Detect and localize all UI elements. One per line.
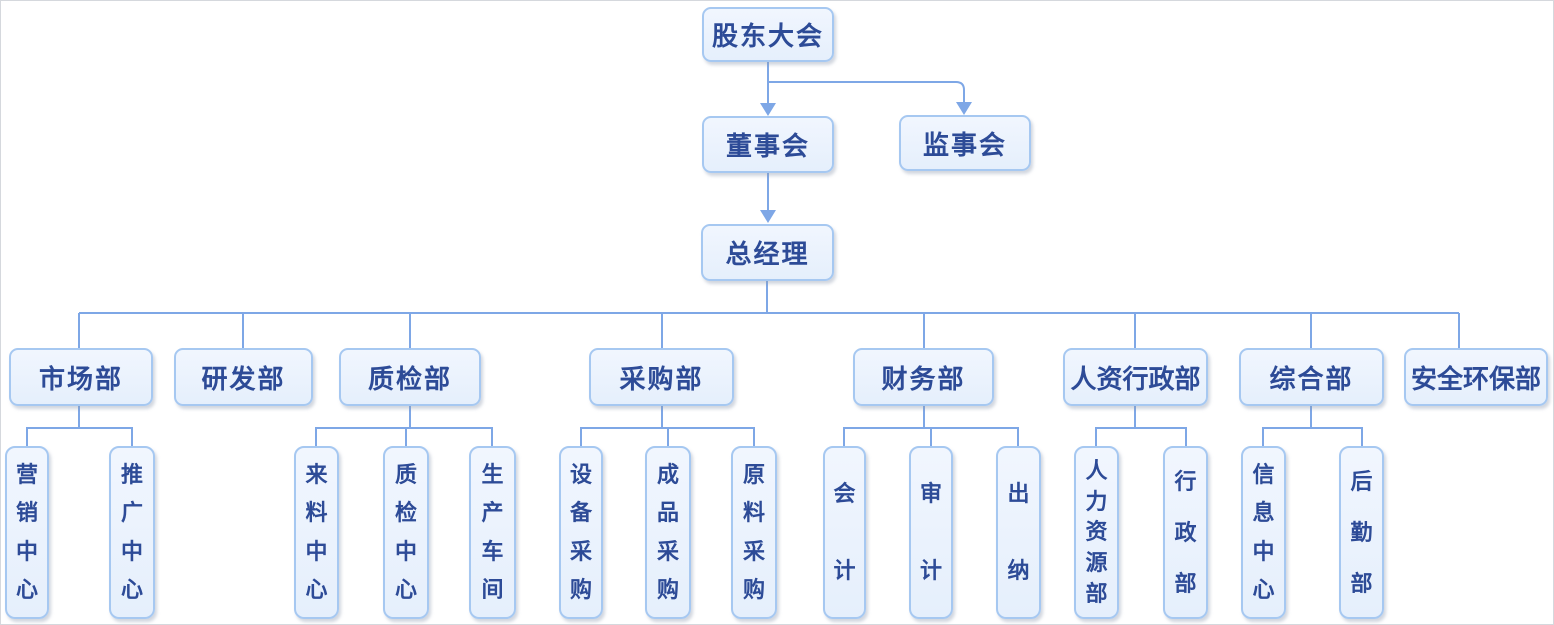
node-dept-finance[interactable]: 财务部	[853, 348, 994, 406]
node-dept-general-affairs[interactable]: 综合部	[1239, 348, 1384, 406]
node-dept-safety-environment[interactable]: 安全环保部	[1404, 348, 1548, 406]
node-sub-audit[interactable]: 审计	[909, 446, 953, 619]
node-sub-raw-material-procurement[interactable]: 原料采购	[731, 446, 777, 619]
arrow-down-board-icon	[760, 103, 776, 116]
node-sub-finished-goods-procurement[interactable]: 成品采购	[645, 446, 691, 619]
node-supervisory-board[interactable]: 监事会	[899, 115, 1031, 171]
connector-root-supervisory	[768, 81, 965, 102]
node-sub-incoming-material-center[interactable]: 来料中心	[294, 446, 339, 619]
node-dept-procurement[interactable]: 采购部	[589, 348, 734, 406]
connector-quality-children	[315, 406, 493, 446]
node-sub-equipment-procurement[interactable]: 设备采购	[559, 446, 603, 619]
node-dept-rnd[interactable]: 研发部	[174, 348, 313, 406]
node-sub-accounting[interactable]: 会计	[823, 446, 866, 619]
node-board-of-directors[interactable]: 董事会	[702, 116, 834, 173]
node-sub-human-resources[interactable]: 人力资源部	[1074, 446, 1119, 619]
node-sub-production-workshop[interactable]: 生产车间	[469, 446, 516, 619]
node-sub-cashier[interactable]: 出纳	[996, 446, 1041, 619]
node-dept-marketing[interactable]: 市场部	[9, 348, 153, 406]
node-shareholders-meeting[interactable]: 股东大会	[702, 7, 834, 62]
node-dept-quality-inspection[interactable]: 质检部	[339, 348, 481, 406]
arrow-down-supervisory-icon	[956, 102, 972, 115]
node-sub-administration[interactable]: 行政部	[1163, 446, 1208, 619]
node-sub-logistics[interactable]: 后勤部	[1339, 446, 1384, 619]
node-sub-information-center[interactable]: 信息中心	[1241, 446, 1286, 619]
node-sub-marketing-center[interactable]: 营销中心	[5, 446, 49, 619]
arrow-down-gm-icon	[760, 210, 776, 223]
department-drop-lines	[78, 313, 1460, 348]
node-sub-promotion-center[interactable]: 推广中心	[109, 446, 155, 619]
node-general-manager[interactable]: 总经理	[701, 224, 834, 281]
connector-procurement-children	[580, 406, 755, 446]
connector-hr-admin-children	[1095, 406, 1187, 446]
node-sub-quality-inspection-center[interactable]: 质检中心	[383, 446, 429, 619]
connector-general-children	[1262, 406, 1363, 446]
connector-finance-children	[843, 406, 1019, 446]
connector-marketing-children	[26, 406, 133, 446]
node-dept-hr-admin[interactable]: 人资行政部	[1063, 348, 1208, 406]
